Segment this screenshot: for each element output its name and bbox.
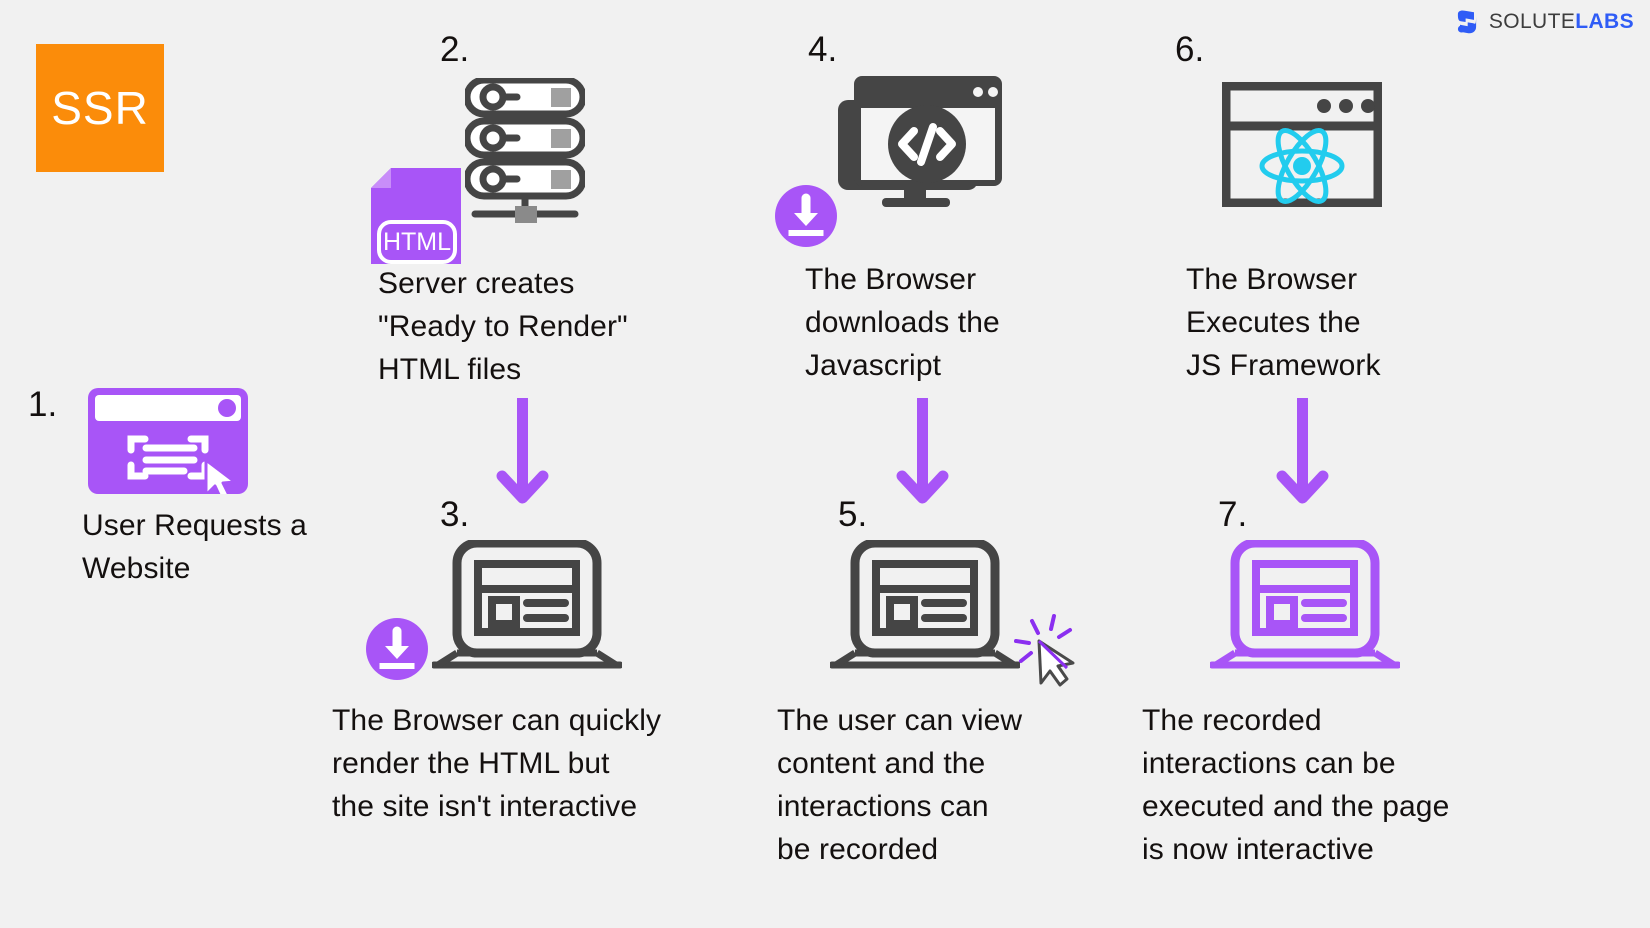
laptop-dark-icon bbox=[828, 538, 1022, 680]
svg-text:HTML: HTML bbox=[383, 228, 451, 256]
step-3-number: 3. bbox=[440, 495, 470, 534]
step-7-number: 7. bbox=[1218, 495, 1248, 534]
step-5-caption: The user can view content and the intera… bbox=[777, 704, 1023, 866]
download-badge-icon bbox=[775, 185, 837, 252]
laptop-purple-icon bbox=[1208, 538, 1402, 680]
step-2-number: 2. bbox=[440, 30, 470, 69]
arrow-step4-to-step5 bbox=[895, 398, 950, 511]
browser-react-icon bbox=[1221, 81, 1383, 212]
logo-labs-text: LABS bbox=[1575, 10, 1634, 33]
arrow-step6-to-step7 bbox=[1275, 398, 1330, 511]
logo-wordmark: SOLUTELABS bbox=[1489, 10, 1634, 34]
step-3-caption: The Browser can quickly render the HTML … bbox=[332, 704, 662, 823]
server-rack-icon bbox=[463, 76, 587, 228]
step-1-number: 1. bbox=[28, 385, 58, 424]
browser-window-purple-icon bbox=[88, 388, 248, 501]
step-4-caption: The Browser downloads the Javascript bbox=[805, 263, 1000, 382]
step-2-caption: Server creates "Ready to Render" HTML fi… bbox=[378, 267, 628, 386]
arrow-step2-to-step3 bbox=[495, 398, 550, 511]
monitor-code-icon bbox=[838, 74, 1003, 219]
html-file-icon: HTML bbox=[371, 168, 461, 269]
cursor-click-burst-icon bbox=[1005, 605, 1083, 692]
download-badge-icon bbox=[366, 618, 428, 685]
solutelabs-s-mark bbox=[1457, 10, 1476, 34]
step-4-number: 4. bbox=[808, 30, 838, 69]
laptop-dark-icon bbox=[430, 538, 624, 680]
logo-solute-text: SOLUTE bbox=[1488, 10, 1576, 33]
step-1-caption: User Requests a Website bbox=[82, 509, 307, 585]
step-5-number: 5. bbox=[838, 495, 868, 534]
step-7-caption: The recorded interactions can be execute… bbox=[1142, 704, 1450, 866]
step-6-number: 6. bbox=[1175, 30, 1205, 69]
solutelabs-logo: SOLUTELABS bbox=[1453, 8, 1634, 36]
ssr-badge-label: SSR bbox=[51, 82, 149, 134]
step-6-caption: The Browser Executes the JS Framework bbox=[1186, 263, 1381, 382]
ssr-badge: SSR bbox=[36, 44, 164, 172]
